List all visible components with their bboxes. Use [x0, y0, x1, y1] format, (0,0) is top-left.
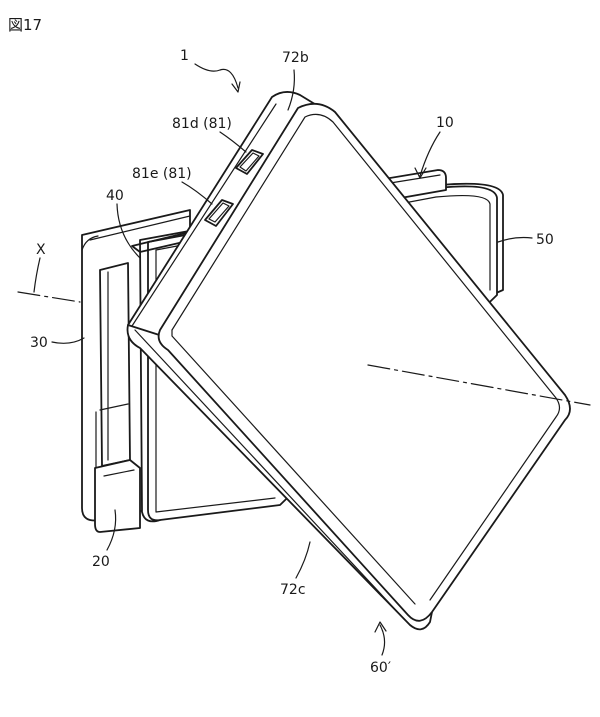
leaders — [33, 63, 533, 656]
cover-60 — [126, 91, 571, 631]
label-x: X — [36, 242, 46, 258]
label-1: 1 — [180, 48, 189, 64]
label-20: 20 — [92, 554, 110, 570]
label-60: 60′ — [370, 660, 391, 676]
label-10: 10 — [436, 115, 454, 131]
label-40: 40 — [106, 188, 124, 204]
label-81e: 81e (81) — [132, 166, 192, 182]
label-72c: 72c — [280, 582, 306, 598]
port-81e — [204, 199, 234, 227]
port-81d — [235, 149, 264, 175]
axis-x — [17, 291, 591, 406]
label-81d: 81d (81) — [172, 116, 232, 132]
labels: 1 72b 81d (81) 81e (81) 10 40 50 X 30 20… — [30, 48, 554, 676]
figure-number: 図17 — [8, 16, 42, 34]
label-30: 30 — [30, 335, 48, 351]
label-50: 50 — [536, 232, 554, 248]
label-72b: 72b — [282, 50, 309, 66]
